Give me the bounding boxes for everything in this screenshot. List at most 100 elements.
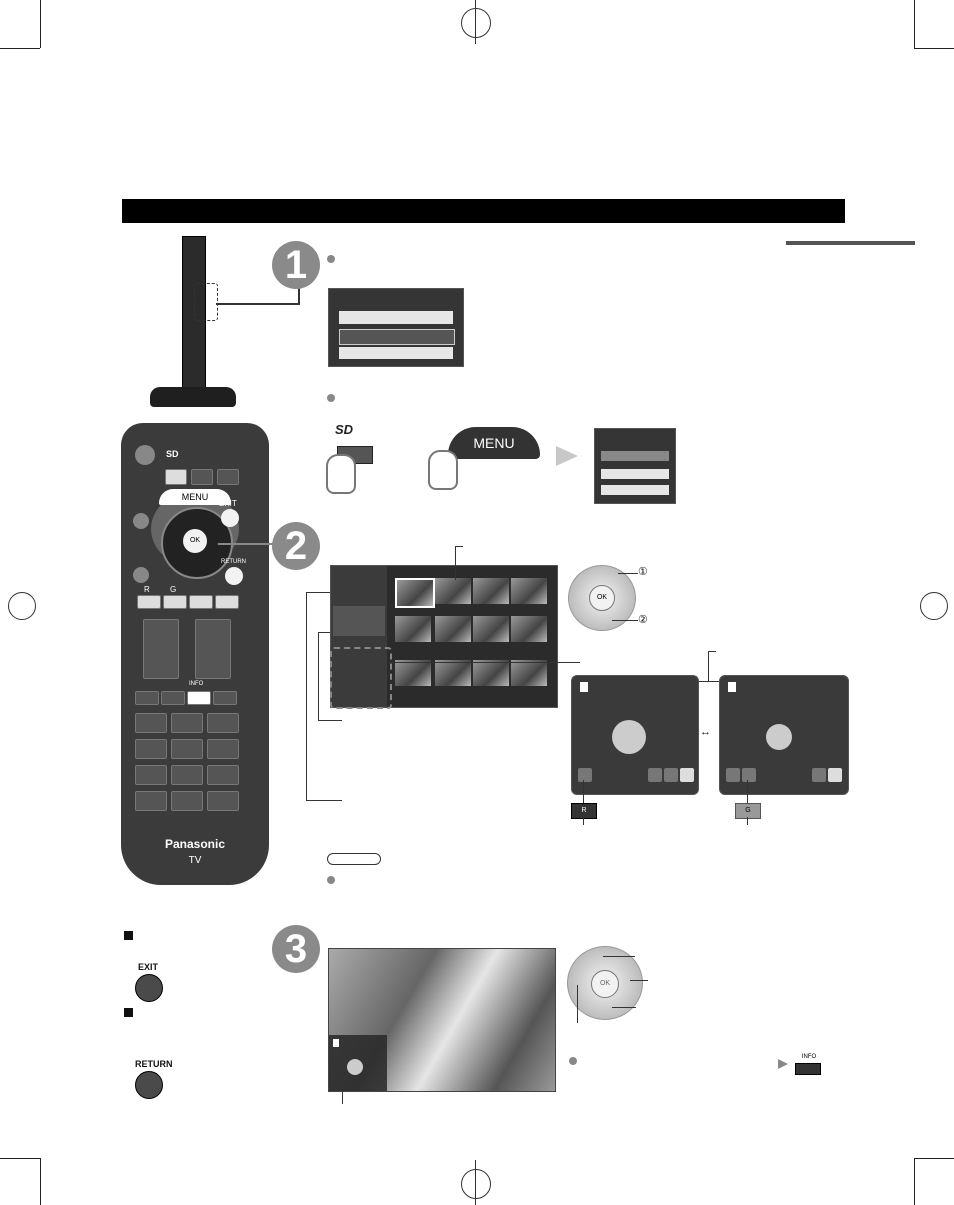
callout-line	[216, 303, 300, 305]
color-key	[664, 768, 678, 782]
thumbnail-sidebar	[331, 566, 387, 707]
crop-mark	[0, 1158, 40, 1159]
remote-key[interactable]	[133, 567, 149, 583]
color-key	[648, 768, 662, 782]
photo-thumbnail[interactable]	[395, 578, 435, 608]
bracket-line	[306, 800, 342, 801]
ok-button-illustration[interactable]: OK	[589, 585, 615, 611]
menu-screen-thumbnail	[594, 428, 676, 504]
photo-thumbnail[interactable]	[435, 578, 471, 604]
exit-button[interactable]	[221, 509, 239, 527]
bullet	[327, 255, 335, 263]
rotate-pad-icon	[766, 724, 792, 750]
info-label: INFO	[189, 681, 204, 687]
remote-key[interactable]	[213, 691, 237, 705]
info-button[interactable]	[187, 691, 211, 705]
red-button-illustration[interactable]: R	[571, 803, 597, 819]
menu-row	[601, 485, 669, 495]
ok-button-illustration[interactable]: OK	[591, 970, 619, 998]
number-key[interactable]	[207, 739, 239, 759]
callout-line	[583, 780, 584, 803]
number-key[interactable]	[135, 713, 167, 733]
number-key[interactable]	[171, 739, 203, 759]
side-tab-rule	[786, 241, 915, 245]
remote-key[interactable]	[217, 469, 239, 485]
ok-button[interactable]: OK	[183, 529, 207, 553]
file-icon	[333, 1039, 339, 1047]
photo-thumbnail-screen	[330, 565, 558, 708]
bracket-line	[708, 651, 709, 681]
blue-button[interactable]	[215, 595, 239, 609]
remote-menu-button[interactable]: MENU	[159, 489, 231, 505]
number-key[interactable]	[171, 713, 203, 733]
number-key[interactable]	[171, 791, 203, 811]
photo-thumbnail[interactable]	[511, 660, 547, 686]
return-key[interactable]	[135, 1071, 163, 1099]
number-key[interactable]	[171, 765, 203, 785]
number-key[interactable]	[207, 791, 239, 811]
photo-thumbnail[interactable]	[473, 616, 509, 642]
number-key[interactable]	[135, 791, 167, 811]
crop-mark	[0, 48, 40, 49]
number-key[interactable]	[207, 765, 239, 785]
return-button[interactable]	[225, 567, 243, 585]
remote-key[interactable]	[191, 469, 213, 485]
callout-line	[618, 573, 638, 574]
callout-line	[583, 817, 584, 825]
remote-key[interactable]	[161, 691, 185, 705]
arrow-right-icon	[778, 1059, 788, 1069]
crop-mark	[40, 0, 41, 48]
photo-info-overlay	[329, 1035, 387, 1091]
channel-rocker[interactable]	[195, 619, 231, 679]
callout-line	[298, 278, 300, 304]
menu-button-illustration[interactable]: MENU	[448, 427, 540, 459]
registration-mark	[461, 1169, 491, 1199]
callout-line	[388, 662, 580, 663]
callout-line	[577, 985, 578, 1023]
sd-logo-icon: SD	[335, 422, 354, 437]
exit-key[interactable]	[135, 974, 163, 1002]
bracket-line	[318, 632, 330, 633]
callout-line	[603, 956, 635, 957]
callout-line	[455, 546, 463, 547]
power-button[interactable]	[135, 445, 155, 465]
info-key[interactable]	[795, 1063, 821, 1075]
number-key[interactable]	[135, 739, 167, 759]
popup-selected-option[interactable]	[339, 329, 455, 345]
photo-thumbnail[interactable]	[511, 578, 547, 604]
photo-thumbnail[interactable]	[435, 660, 471, 686]
arrow-right-icon	[556, 446, 578, 466]
sd-button[interactable]	[165, 469, 187, 485]
photo-thumbnail[interactable]	[473, 660, 509, 686]
rotate-pad-icon	[347, 1059, 363, 1075]
photo-thumbnail[interactable]	[395, 660, 431, 686]
info-panel-highlight	[330, 647, 392, 709]
bracket-line	[306, 592, 330, 593]
color-key	[578, 768, 592, 782]
green-button-illustration[interactable]: G	[735, 803, 761, 819]
yellow-button[interactable]	[189, 595, 213, 609]
rotate-pad-icon	[612, 720, 646, 754]
pointing-hand-icon	[428, 450, 458, 490]
crop-mark	[914, 1158, 954, 1159]
brand-logo: Panasonic	[164, 837, 226, 851]
crop-mark	[914, 48, 954, 49]
tv-stand	[150, 387, 236, 407]
remote-key[interactable]	[133, 513, 149, 529]
photo-thumbnail[interactable]	[473, 578, 509, 604]
number-key[interactable]	[207, 713, 239, 733]
popup-option-bar	[339, 311, 453, 324]
photo-thumbnail[interactable]	[435, 616, 471, 642]
photo-thumbnail[interactable]	[395, 616, 431, 642]
registration-mark	[920, 592, 948, 620]
bracket-line	[708, 651, 716, 652]
remote-key[interactable]	[135, 691, 159, 705]
photo-thumbnail[interactable]	[511, 616, 547, 642]
callout-line	[612, 620, 638, 621]
number-key[interactable]	[135, 765, 167, 785]
sd-card-popup	[328, 288, 464, 367]
popup-option-bar	[339, 347, 453, 359]
green-button[interactable]	[163, 595, 187, 609]
volume-rocker[interactable]	[143, 619, 179, 679]
red-button[interactable]	[137, 595, 161, 609]
